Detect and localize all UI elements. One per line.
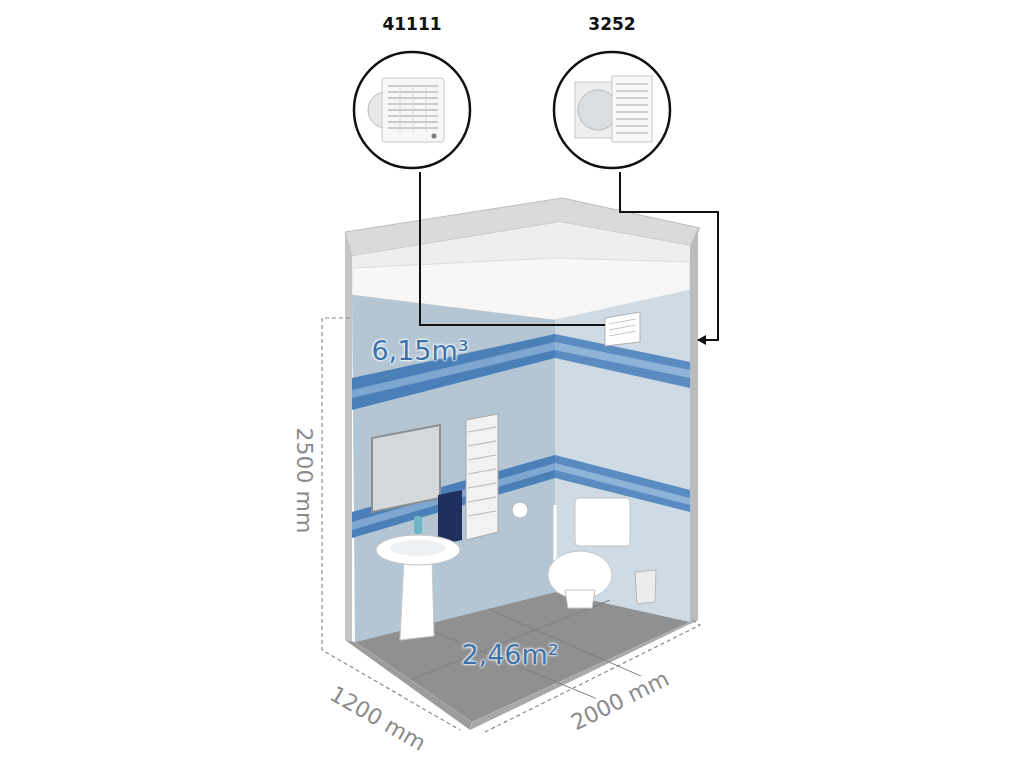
- dimension-label: 2000 mm: [565, 664, 674, 735]
- callout-circle: 41111: [352, 50, 472, 170]
- fan-icon: [368, 78, 444, 142]
- circle-outline: [552, 50, 672, 170]
- volume-label: 6,15m³: [371, 335, 468, 366]
- grille-icon: [575, 76, 652, 142]
- dimension-label: 1200 mm: [324, 680, 432, 757]
- dimension-label: 2500 mm: [293, 425, 318, 535]
- area-label: 2,46m²: [461, 639, 558, 670]
- part-number: 3252: [552, 14, 672, 34]
- circle-outline: [352, 50, 472, 170]
- part-number: 41111: [352, 14, 472, 34]
- callout-circle: 3252: [552, 50, 672, 170]
